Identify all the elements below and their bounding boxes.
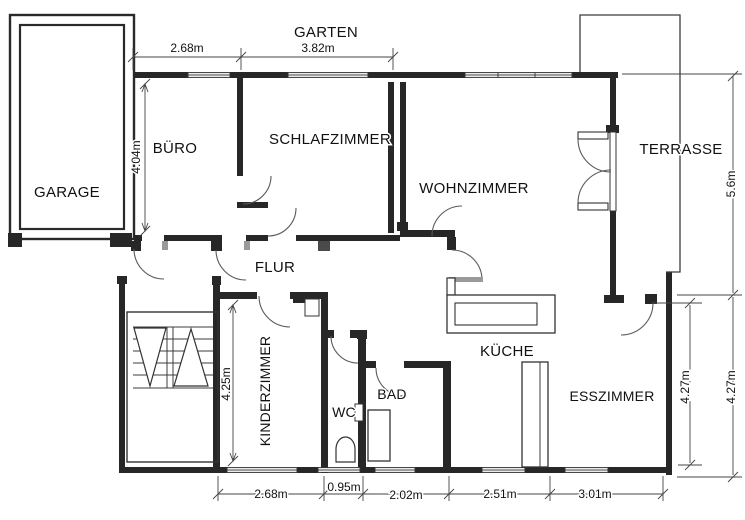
dim-kinderzimmer-height: 4.25m — [219, 367, 233, 400]
door-arc-wohnzimmer — [431, 205, 463, 237]
toilet-symbol — [335, 436, 356, 463]
bad-label: BAD — [377, 386, 406, 402]
buero-label: BÜRO — [153, 139, 198, 157]
window-schlafzimmer — [287, 72, 369, 78]
terrasse-label: TERRASSE — [639, 141, 722, 158]
door-arc-entry — [133, 248, 165, 280]
fixtures — [126, 277, 556, 468]
dim-buero-height: 4.04m — [129, 140, 143, 173]
dim-bottom-esszimmer: 3.01m — [578, 487, 611, 501]
terrace-outline — [579, 14, 681, 273]
door-arc-kinderzimmer — [258, 295, 291, 328]
labels: GARTEN GARAGE BÜRO SCHLAFZIMMER WOHNZIMM… — [33, 23, 740, 504]
kueche-label: KÜCHE — [480, 342, 534, 360]
window-bad — [374, 467, 416, 473]
window-esszimmer — [564, 467, 609, 473]
dimension-lines — [127, 48, 742, 501]
stairs-symbol — [126, 311, 219, 463]
windows — [187, 72, 609, 473]
washbasin-symbol — [354, 403, 364, 422]
wall-pier — [521, 361, 549, 468]
garten-label: GARTEN — [294, 24, 358, 41]
door-arc-bad — [375, 367, 405, 397]
window-kueche — [481, 467, 526, 473]
schlafzimmer-label: SCHLAFZIMMER — [269, 131, 391, 148]
wohnzimmer-label: WOHNZIMMER — [419, 180, 529, 197]
dim-esszimmer-inner: 4.27m — [678, 370, 692, 403]
wc-label: WC — [332, 404, 356, 420]
window-buero — [187, 72, 231, 78]
esszimmer-label: ESSZIMMER — [569, 388, 654, 404]
window-kinderzimmer — [226, 467, 298, 473]
walls — [117, 72, 672, 475]
garage-label: GARAGE — [34, 184, 100, 201]
dim-top-right: 3.82m — [301, 41, 334, 55]
door-leaf-kueche — [449, 277, 483, 282]
door-arc-schlafzimmer — [267, 207, 297, 237]
flur-label: FLUR — [255, 259, 295, 276]
dim-bottom-kueche: 2.51m — [483, 487, 516, 501]
kitchen-counter-symbol — [446, 277, 556, 334]
door-arc-wc — [330, 335, 359, 364]
dim-right-height: 5.6m — [724, 171, 738, 198]
window-wc — [317, 467, 361, 473]
garage-walls — [8, 13, 136, 247]
door-arc-kueche — [451, 249, 483, 281]
door-arc-flur — [215, 249, 247, 281]
dim-top-left: 2.68m — [170, 41, 203, 55]
french-door-terrasse — [577, 131, 617, 212]
bathtub-symbol — [367, 409, 391, 462]
window-wohnzimmer — [464, 72, 573, 78]
duct-box — [304, 298, 320, 317]
dim-bottom-kinderzimmer: 2.68m — [254, 487, 287, 501]
dim-esszimmer-outer: 4.27m — [724, 370, 738, 403]
door-arc-esszimmer — [620, 302, 654, 336]
dim-bottom-bad: 2.02m — [389, 488, 422, 502]
doors — [133, 131, 654, 397]
kinderzimmer-label: KINDERZIMMER — [257, 336, 273, 447]
door-arc-buero — [242, 175, 272, 205]
dim-bottom-wc: 0.95m — [327, 480, 360, 494]
